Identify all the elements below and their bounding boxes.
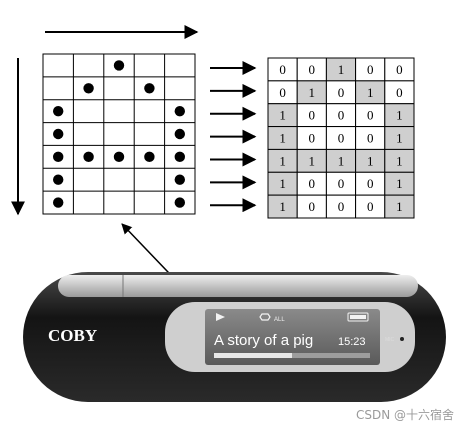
table-cell-value: 0 (338, 85, 345, 100)
play-icon (216, 313, 225, 321)
matrix-dot (83, 151, 94, 163)
table-cell-value: 1 (396, 176, 403, 191)
table-cell-value: 0 (367, 108, 374, 123)
table-cell-value: 1 (396, 199, 403, 214)
table-cell-value: 0 (338, 108, 345, 123)
progress-fill (214, 353, 292, 358)
matrix-dot (174, 128, 185, 140)
table-cell-value: 1 (396, 131, 403, 146)
matrix-dot (53, 128, 64, 140)
player-cap-highlight (58, 275, 418, 297)
table-cell-value: 0 (309, 199, 316, 214)
table-cell-value: 0 (367, 199, 374, 214)
matrix-dot (174, 151, 185, 163)
table-cell-value: 0 (338, 131, 345, 146)
table-cell-value: 1 (279, 131, 286, 146)
table-cell-value: 0 (367, 131, 374, 146)
matrix-dot (174, 197, 185, 208)
table-cell-value: 0 (309, 131, 316, 146)
repeat-icon (259, 313, 271, 321)
table-cell-value: 1 (396, 108, 403, 123)
mic-hole (400, 337, 404, 341)
binary-table: 0 0 1 0 0 0 1 0 1 0 1 0 0 0 1 1 0 0 0 1 1 1 1 1 1 1 0 0 0 1 1 0 0 0 1 (267, 57, 415, 219)
watermark: CSDN @十六宿舍 (355, 408, 454, 422)
repeat-mode-label: ALL (274, 317, 285, 323)
matrix-dot (83, 83, 94, 94)
table-cell-value: 0 (279, 62, 286, 77)
table-cell-value: 1 (279, 199, 286, 214)
matrix-dot (53, 105, 64, 117)
table-cell-value: 1 (309, 153, 316, 168)
mp3-player: COBY ALL A story of a pig 15:23 MIC (23, 272, 446, 402)
matrix-dot (144, 151, 155, 163)
table-cell-value: 0 (309, 176, 316, 191)
table-cell-value: 0 (367, 176, 374, 191)
screen (205, 309, 380, 365)
matrix-dot (113, 60, 125, 71)
table-cell-value: 1 (279, 108, 286, 123)
dot-grid (42, 53, 196, 215)
matrix-dot (113, 151, 125, 163)
table-cell-value: 0 (309, 108, 316, 123)
table-cell-value: 0 (396, 62, 403, 77)
table-cell-value: 0 (396, 85, 403, 100)
matrix-dot (174, 105, 185, 117)
table-cell-value: 1 (279, 176, 286, 191)
track-title: A story of a pig (214, 332, 313, 349)
matrix-dot (174, 174, 185, 185)
matrix-dot (144, 83, 155, 94)
table-cell-value: 1 (396, 153, 403, 168)
table-cell-value: 1 (367, 85, 374, 100)
table-cell-value: 1 (279, 153, 286, 168)
matrix-dot (53, 151, 64, 163)
brand-logo: COBY (48, 326, 97, 345)
mic-label: MIC (385, 337, 395, 343)
battery-icon (347, 312, 369, 322)
table-cell-value: 0 (338, 176, 345, 191)
battery-level (350, 315, 366, 319)
table-cell-value: 1 (367, 153, 374, 168)
matrix-dot (53, 174, 64, 185)
table-cell-value: 0 (338, 199, 345, 214)
table-cell-value: 0 (309, 62, 316, 77)
table-cell-value: 0 (367, 62, 374, 77)
matrix-dot (53, 197, 64, 208)
row-arrows (210, 61, 257, 213)
table-cell-value: 0 (279, 85, 286, 100)
track-time: 15:23 (338, 336, 366, 348)
table-cell-value: 1 (338, 62, 345, 77)
table-cell-value: 1 (309, 85, 316, 100)
grid-border (42, 53, 196, 215)
table-cell (384, 194, 415, 219)
table-cell-value: 1 (338, 153, 345, 168)
